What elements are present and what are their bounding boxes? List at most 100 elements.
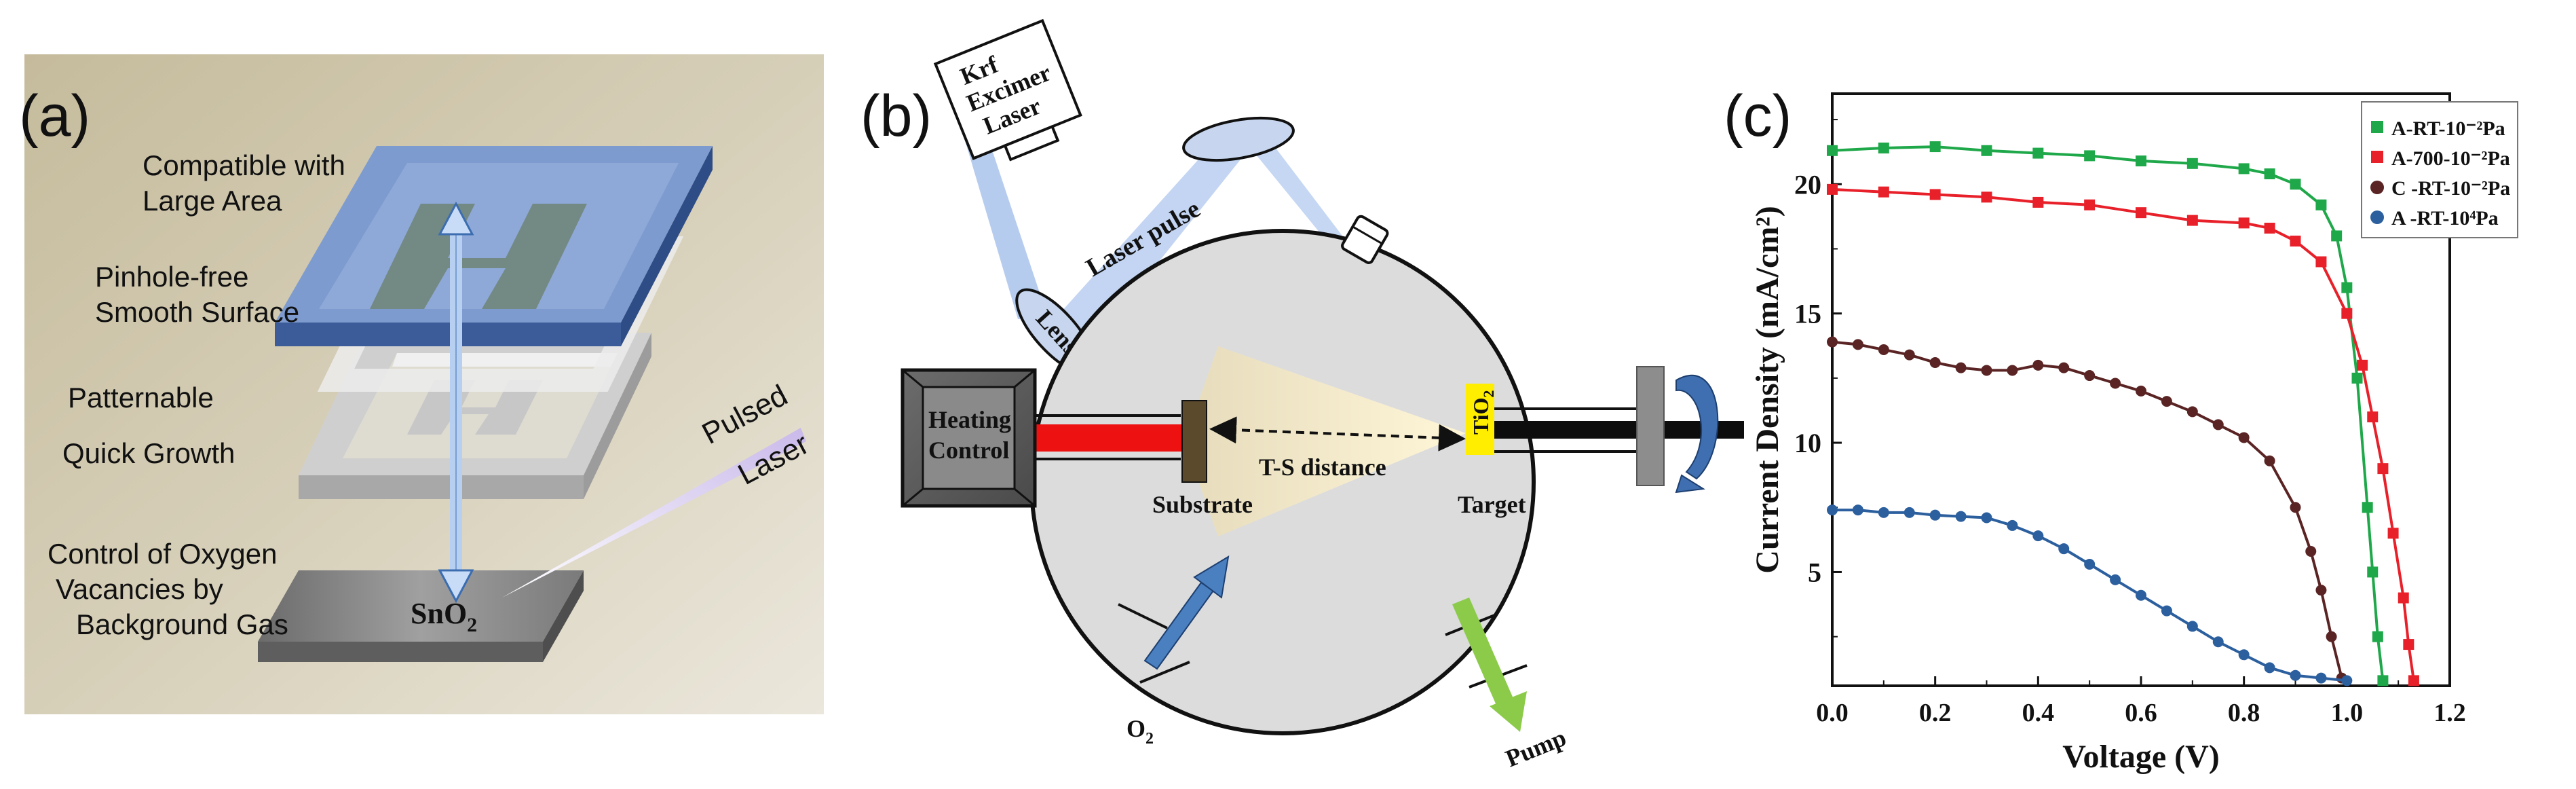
pulsed-laser-beam (502, 428, 806, 598)
data-point (1981, 145, 1992, 156)
label-oxygen-1: Control of Oxygen (48, 538, 278, 570)
data-point (1903, 349, 1915, 361)
target-flange (1636, 366, 1665, 486)
data-point (2032, 147, 2044, 159)
data-point (1852, 339, 1863, 350)
data-point (1852, 504, 1863, 516)
data-point (2136, 589, 2146, 601)
sno2-label: SnO2 (411, 597, 477, 636)
data-point (2186, 621, 2198, 632)
data-point (2084, 199, 2096, 210)
data-point (2136, 155, 2146, 167)
label-pump: Pump (1502, 724, 1570, 773)
data-point (2238, 217, 2250, 229)
data-point (1929, 141, 1941, 153)
large-area-blue-plate (275, 146, 713, 346)
x-tick-label: 1.0 (2331, 699, 2364, 727)
data-point (1955, 511, 1967, 522)
x-tick-label: 0.8 (2228, 699, 2260, 727)
data-point (1981, 365, 1992, 376)
data-point (2290, 236, 2301, 247)
data-point (1878, 186, 1889, 198)
data-point (2007, 365, 2018, 376)
data-point (1929, 509, 1941, 521)
patterned-frame (299, 333, 651, 499)
data-point (2238, 432, 2250, 443)
data-point (2032, 196, 2044, 208)
label-pinhole-2: Smooth Surface (95, 296, 299, 328)
deposition-arrow (438, 201, 474, 604)
data-point (1929, 357, 1941, 369)
label-o2: O2 (1126, 715, 1154, 748)
data-point (2305, 545, 2317, 557)
data-point (2238, 163, 2250, 175)
data-point (2186, 215, 2198, 226)
data-point (2238, 649, 2250, 661)
data-point (2110, 378, 2121, 389)
data-point (2032, 530, 2044, 542)
label-compatible-2: Large Area (143, 185, 282, 217)
data-point (1878, 344, 1889, 355)
data-point (2408, 675, 2419, 686)
data-point (2398, 592, 2409, 604)
data-point (2264, 662, 2275, 674)
data-point (2161, 396, 2172, 407)
pump-outlet-arrow (1452, 598, 1527, 732)
data-point (2362, 502, 2373, 513)
laser-beam-to-mirror (1048, 119, 1262, 353)
data-point (2264, 455, 2275, 466)
legend-marker (2370, 210, 2384, 224)
data-point (2212, 636, 2224, 648)
data-point (2110, 574, 2121, 585)
mirror (1182, 116, 1295, 162)
panel-a-label: (a) (19, 84, 90, 149)
legend-entry: A -RT-10⁴Pa (2391, 207, 2499, 230)
substrate (1181, 400, 1207, 483)
data-point (2367, 411, 2379, 422)
x-tick-label: 0.2 (1919, 699, 1952, 727)
panel-a: (a) SnO2 (19, 54, 824, 714)
data-point (2186, 158, 2198, 169)
series-line (1832, 187, 2415, 681)
sno2-base-plate (258, 570, 584, 662)
data-point (2161, 605, 2172, 617)
legend-entry: A-700-10⁻²Pa (2391, 147, 2510, 170)
data-point (2387, 528, 2399, 539)
data-point (2290, 502, 2301, 513)
legend-marker (2371, 151, 2383, 163)
data-point (1827, 336, 1838, 348)
data-point (1878, 507, 1889, 518)
y-tick-label: 20 (1794, 169, 1821, 200)
viewport (1341, 215, 1389, 264)
data-point (1878, 142, 1889, 153)
data-point (2007, 519, 2018, 531)
data-point (1929, 189, 1941, 200)
data-point (2377, 463, 2389, 475)
legend-box (2361, 101, 2518, 238)
y-tick-label: 15 (1794, 299, 1821, 329)
data-point (2403, 639, 2414, 650)
data-point (2212, 419, 2224, 430)
legend-entry: A-RT-10⁻²Pa (2391, 117, 2505, 140)
x-tick-label: 1.2 (2433, 699, 2466, 727)
data-point (2331, 230, 2343, 242)
label-patternable: Patternable (68, 382, 214, 414)
label-oxygen-2: Vacancies by (56, 573, 223, 605)
label-tio2: TiO2 (1469, 390, 1497, 435)
data-point (2084, 559, 2096, 570)
label-oxygen-3: Background Gas (76, 608, 288, 640)
x-axis-label: Voltage (V) (2062, 739, 2220, 775)
legend-marker (2370, 181, 2384, 194)
data-point (2377, 675, 2389, 686)
o2-inlet-arrow (1143, 555, 1230, 670)
label-pinhole-1: Pinhole-free (95, 261, 248, 293)
data-point (1827, 183, 1838, 195)
data-point (2315, 585, 2327, 596)
data-point (2136, 207, 2146, 219)
y-tick-label: 10 (1794, 428, 1821, 458)
label-ts-distance: T-S distance (1259, 454, 1386, 481)
data-point (2372, 631, 2383, 642)
data-point (2186, 406, 2198, 418)
label-heating: Heating (928, 406, 1011, 433)
